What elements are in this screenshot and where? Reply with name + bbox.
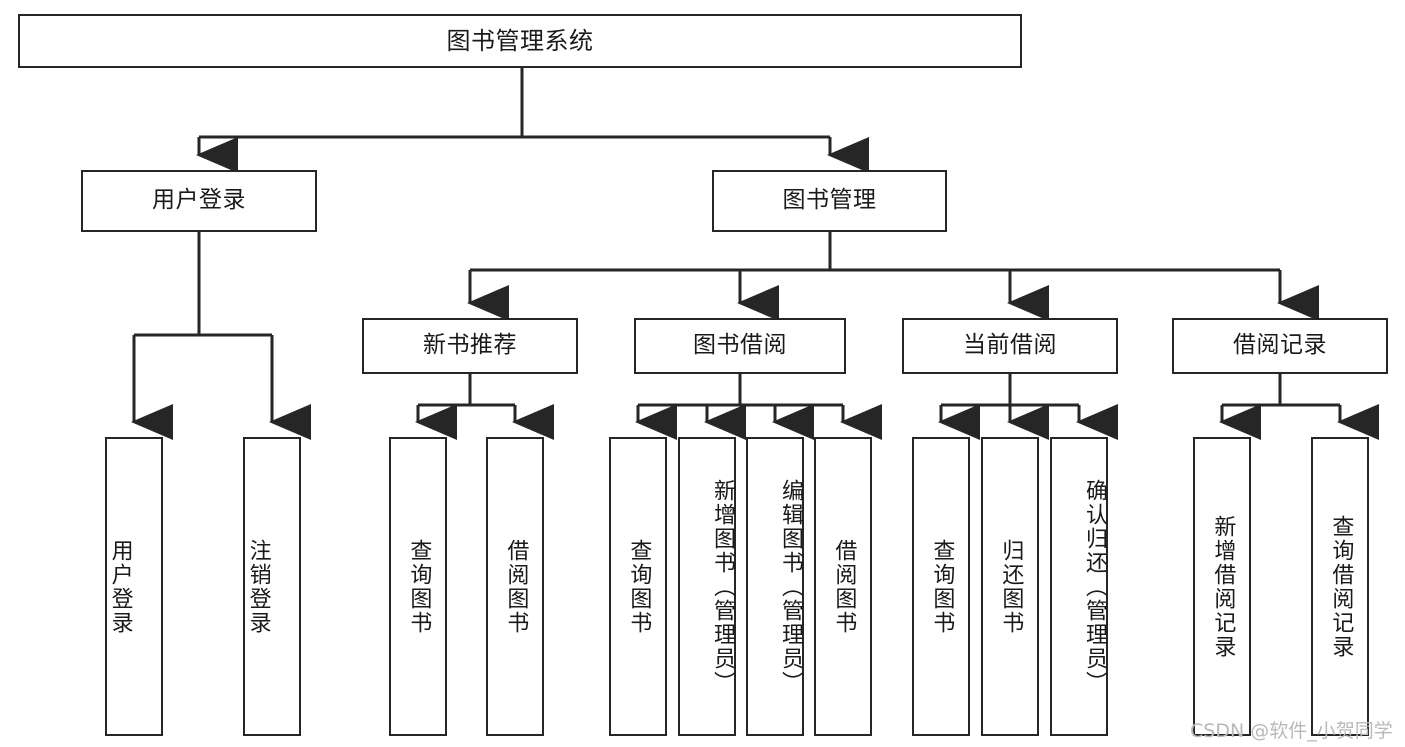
leaf-borrow-book-recommend[interactable]: 借阅图书 [486, 437, 544, 736]
node-borrow-records[interactable]: 借阅记录 [1172, 318, 1388, 374]
node-root-system[interactable]: 图书管理系统 [18, 14, 1022, 68]
node-current-borrow[interactable]: 当前借阅 [902, 318, 1118, 374]
leaf-query-book-borrow[interactable]: 查询图书 [609, 437, 667, 736]
node-new-book-recommend[interactable]: 新书推荐 [362, 318, 578, 374]
csdn-watermark: CSDN @软件_小贺同学 [1190, 720, 1393, 742]
leaf-logout[interactable]: 注销登录 [243, 437, 301, 736]
leaf-add-borrow-record[interactable]: 新增借阅记录 [1193, 437, 1251, 736]
node-book-borrow[interactable]: 图书借阅 [634, 318, 846, 374]
leaf-query-book-recommend[interactable]: 查询图书 [389, 437, 447, 736]
leaf-return-book[interactable]: 归还图书 [981, 437, 1039, 736]
leaf-user-login[interactable]: 用户登录 [105, 437, 163, 736]
node-user-login[interactable]: 用户登录 [81, 170, 317, 232]
leaf-query-book-current[interactable]: 查询图书 [912, 437, 970, 736]
leaf-add-book-admin[interactable]: 新增图书（管理员） [678, 437, 736, 736]
node-book-management[interactable]: 图书管理 [712, 170, 947, 232]
leaf-edit-book-admin[interactable]: 编辑图书（管理员） [746, 437, 804, 736]
leaf-confirm-return-admin[interactable]: 确认归还（管理员） [1050, 437, 1108, 736]
leaf-query-borrow-record[interactable]: 查询借阅记录 [1311, 437, 1369, 736]
leaf-borrow-book[interactable]: 借阅图书 [814, 437, 872, 736]
